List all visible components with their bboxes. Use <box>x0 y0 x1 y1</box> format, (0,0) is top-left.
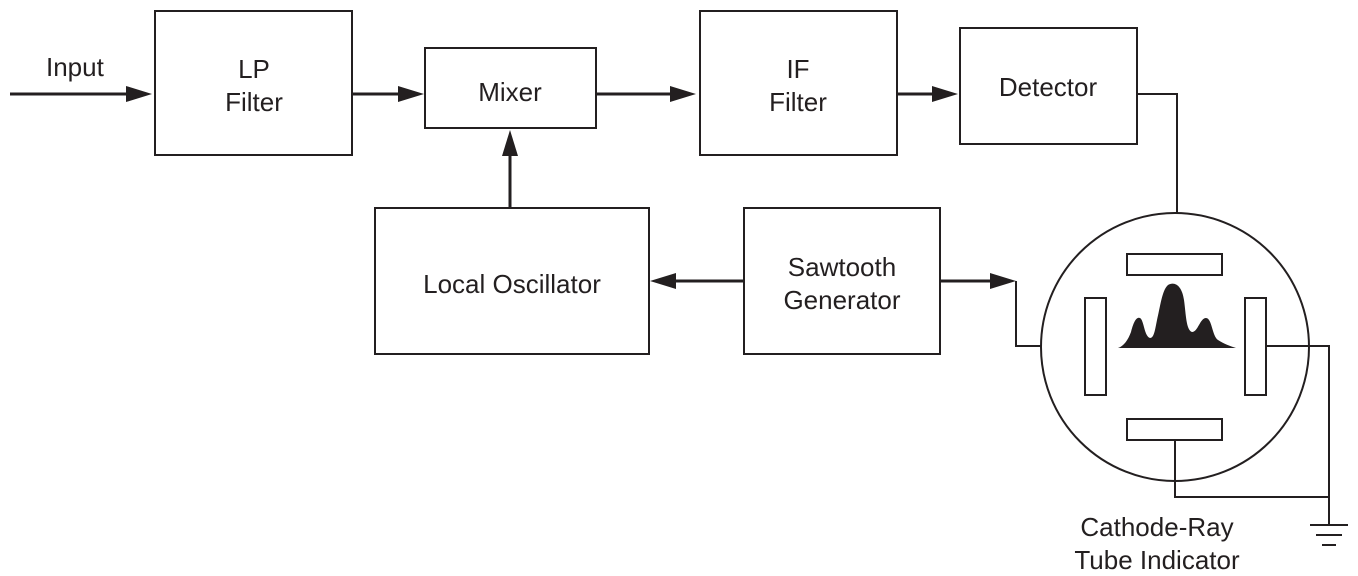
crt-top-plate <box>1126 253 1223 276</box>
local-oscillator-label: Local Oscillator <box>423 269 601 299</box>
sawtooth-generator-label-line1: Sawtooth <box>788 252 896 282</box>
if-filter-block <box>699 10 898 156</box>
crt-label-line2: Tube Indicator <box>1074 545 1240 575</box>
crt-label-line1: Cathode-Ray <box>1080 512 1233 542</box>
sawtooth-to-lo-arrowhead <box>650 273 676 289</box>
lp-filter-label-line1: LP <box>238 54 270 84</box>
local-oscillator-block <box>374 207 650 355</box>
sawtooth-generator-label-line2: Generator <box>783 285 900 315</box>
detector-to-crt-wire <box>1137 93 1178 254</box>
crt-right-plate <box>1244 297 1267 396</box>
sawtooth-to-crt-arrowhead <box>990 273 1016 289</box>
input-arrowhead <box>126 86 152 102</box>
detector-label: Detector <box>999 72 1098 102</box>
lp-to-mixer-arrowhead <box>398 86 424 102</box>
sawtooth-generator-block <box>743 207 941 355</box>
bottom-plate-ground-wire <box>1174 440 1329 498</box>
if-filter-label-line1: IF <box>786 54 809 84</box>
input-label: Input <box>46 52 105 82</box>
right-plate-ground-wire <box>1266 345 1330 525</box>
lo-to-mixer-arrowhead <box>502 130 518 156</box>
lp-filter-block <box>154 10 353 156</box>
detector-block <box>959 27 1138 145</box>
if-to-detector-arrowhead <box>932 86 958 102</box>
lp-filter-label-line2: Filter <box>225 87 283 117</box>
mixer-block <box>424 47 597 129</box>
crt-spectrum-trace <box>1118 283 1236 348</box>
if-filter-label-line2: Filter <box>769 87 827 117</box>
mixer-to-if-arrowhead <box>670 86 696 102</box>
mixer-label: Mixer <box>478 77 542 107</box>
crt-left-plate <box>1084 297 1107 396</box>
crt-bottom-plate <box>1126 418 1223 441</box>
